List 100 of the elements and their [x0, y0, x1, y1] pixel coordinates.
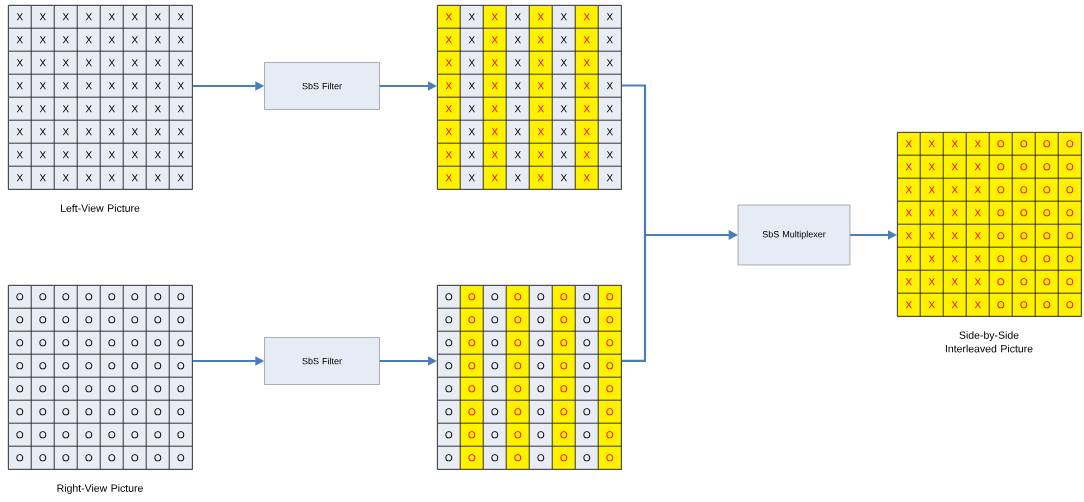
- grid-cell: O: [77, 285, 101, 309]
- grid-cell: X: [483, 166, 507, 190]
- grid-cell: O: [483, 331, 507, 355]
- grid-cell: O: [1012, 155, 1036, 179]
- grid-cell: O: [506, 285, 530, 309]
- grid-cell: X: [575, 51, 599, 75]
- grid-cell: X: [943, 224, 967, 248]
- grid-cell: O: [989, 178, 1013, 202]
- grid-cell: X: [169, 51, 193, 75]
- grid-cell: X: [169, 120, 193, 144]
- grid-cell: O: [529, 331, 553, 355]
- grid-cell: X: [146, 28, 170, 52]
- grid-cell: O: [506, 377, 530, 401]
- grid-cell: O: [77, 354, 101, 378]
- grid-cell: O: [123, 308, 147, 332]
- grid-cell: O: [146, 423, 170, 447]
- grid-cell: O: [575, 377, 599, 401]
- grid-cell: X: [575, 28, 599, 52]
- grid-cell: X: [598, 28, 622, 52]
- grid-cell: X: [8, 51, 32, 75]
- grid-cell: X: [146, 166, 170, 190]
- grid-cell: X: [552, 5, 576, 29]
- grid-cell: X: [460, 166, 484, 190]
- grid-cell: X: [100, 120, 124, 144]
- grid-cell: O: [1012, 201, 1036, 225]
- grid-cell: X: [483, 74, 507, 98]
- grid-cell: O: [146, 308, 170, 332]
- grid-cell: O: [1035, 224, 1059, 248]
- grid-cell: O: [31, 423, 55, 447]
- grid-cell: X: [54, 74, 78, 98]
- grid-cell: O: [1035, 247, 1059, 271]
- grid-cell: X: [966, 224, 990, 248]
- grid-cell: O: [77, 331, 101, 355]
- grid-cell: O: [54, 446, 78, 470]
- grid-cell: O: [8, 377, 32, 401]
- grid-cell: X: [943, 293, 967, 317]
- grid-cell: O: [989, 270, 1013, 294]
- grid-cell: X: [897, 201, 921, 225]
- grid-cell: O: [1035, 132, 1059, 156]
- grid-cell: X: [77, 5, 101, 29]
- grid-cell: O: [54, 331, 78, 355]
- grid-cell: O: [552, 331, 576, 355]
- grid-cell: X: [943, 132, 967, 156]
- grid-cell: O: [598, 377, 622, 401]
- grid-cell: O: [506, 354, 530, 378]
- grid-cell: O: [100, 308, 124, 332]
- grid-cell: O: [989, 293, 1013, 317]
- grid-cell: O: [483, 377, 507, 401]
- grid-cell: O: [575, 331, 599, 355]
- grid-cell: O: [169, 308, 193, 332]
- grid-cell: X: [575, 74, 599, 98]
- grid-cell: O: [31, 331, 55, 355]
- grid-cell: O: [31, 377, 55, 401]
- grid-cell: O: [100, 446, 124, 470]
- grid-cell: X: [460, 28, 484, 52]
- grid-cell: O: [1035, 293, 1059, 317]
- grid-cell: O: [169, 285, 193, 309]
- grid-cell: O: [575, 285, 599, 309]
- grid-cell: O: [483, 285, 507, 309]
- grid-cell: O: [54, 308, 78, 332]
- grid-cell: O: [506, 331, 530, 355]
- grid-cell: X: [31, 143, 55, 167]
- grid-cell: O: [8, 400, 32, 424]
- grid-cell: O: [8, 331, 32, 355]
- grid-cell: O: [552, 308, 576, 332]
- grid-cell: O: [598, 308, 622, 332]
- grid-cell: X: [123, 51, 147, 75]
- grid-cell: X: [146, 74, 170, 98]
- grid-cell: O: [1058, 293, 1082, 317]
- grid-cell: X: [506, 143, 530, 167]
- grid-caption: Left-View Picture: [61, 204, 140, 212]
- grid-cell: X: [437, 97, 461, 121]
- grid-cell: X: [483, 51, 507, 75]
- grid-cell: X: [598, 143, 622, 167]
- grid-cell: X: [575, 5, 599, 29]
- grid-cell: X: [920, 270, 944, 294]
- grid-cell: X: [123, 166, 147, 190]
- grid-cell: X: [483, 97, 507, 121]
- grid-cell: O: [483, 308, 507, 332]
- grid-cell: X: [169, 5, 193, 29]
- grid-cell: X: [897, 224, 921, 248]
- grid-cell: O: [575, 446, 599, 470]
- grid-cell: O: [437, 331, 461, 355]
- grid-cell: O: [1058, 201, 1082, 225]
- grid-cell: O: [529, 446, 553, 470]
- grid-cell: X: [460, 143, 484, 167]
- grid-cell: O: [146, 377, 170, 401]
- grid-cell: X: [506, 97, 530, 121]
- grid-cell: X: [77, 51, 101, 75]
- grid-cell: O: [598, 446, 622, 470]
- grid-cell: O: [598, 285, 622, 309]
- grid-cell: X: [897, 270, 921, 294]
- grid-cell: X: [598, 51, 622, 75]
- grid-cell: O: [146, 446, 170, 470]
- grid-cell: X: [966, 270, 990, 294]
- grid-cell: X: [54, 51, 78, 75]
- grid-cell: X: [8, 74, 32, 98]
- grid-cell: O: [1012, 293, 1036, 317]
- grid-cell: X: [483, 120, 507, 144]
- grid-cell: X: [943, 178, 967, 202]
